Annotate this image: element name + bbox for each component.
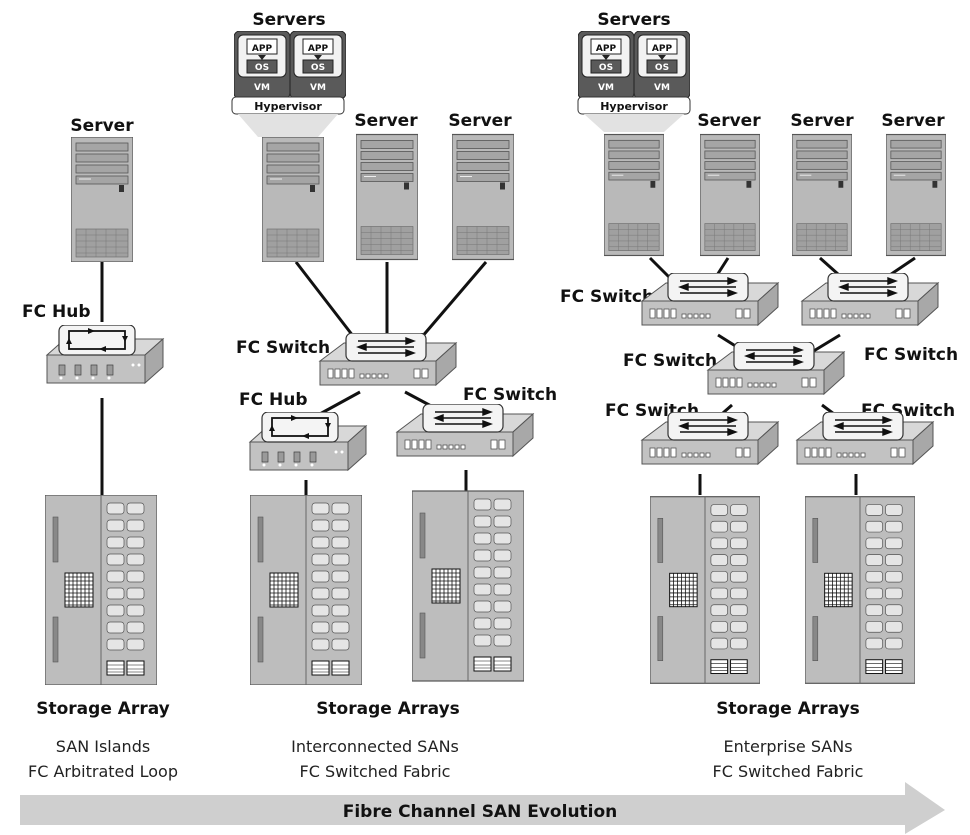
svg-text:OS: OS (255, 63, 269, 73)
vm-icon: APP OS VM (234, 31, 290, 99)
hypervisor-projection (584, 114, 684, 132)
server-tower-icon (886, 133, 946, 257)
storage-array-icon (45, 495, 157, 685)
svg-text:OS: OS (311, 63, 325, 73)
svg-text:VM: VM (310, 83, 326, 93)
svg-text:OS: OS (655, 63, 669, 73)
storage-array-icon (250, 495, 362, 685)
hypervisor-label: Hypervisor (600, 100, 668, 113)
vm-icon: APP OS VM (290, 31, 346, 99)
storage-array-icon (650, 496, 760, 684)
fc-switch-label: FC Switch (560, 287, 654, 307)
svg-text:APP: APP (652, 44, 673, 54)
svg-text:VM: VM (254, 83, 270, 93)
caption-line-2: FC Switched Fabric (713, 762, 864, 781)
fc-hub-label: FC Hub (239, 390, 308, 410)
svg-text:VM: VM (654, 83, 670, 93)
caption-line-1: Interconnected SANs (291, 737, 459, 756)
fc-switch-label: FC Switch (864, 345, 958, 365)
caption-line-1: SAN Islands (56, 737, 150, 756)
fc-switch-icon (319, 333, 457, 386)
svg-text:APP: APP (596, 44, 617, 54)
caption-line-1: Enterprise SANs (723, 737, 852, 756)
storage-array-icon (412, 490, 524, 682)
hypervisor-label: Hypervisor (254, 100, 322, 113)
vm-icon: APP OS VM (578, 31, 634, 99)
svg-text:VM: VM (598, 83, 614, 93)
server-label: Server (790, 111, 854, 131)
panel-enterprise-sans: Servers APP OS VM APP OS VM Hypervisor S… (560, 10, 958, 781)
server-tower-icon (700, 133, 760, 257)
server-label: Server (881, 111, 945, 131)
server-label: Server (70, 116, 134, 136)
evolution-arrow-label: Fibre Channel SAN Evolution (343, 802, 618, 822)
fc-switch-icon (707, 342, 845, 395)
storage-label: Storage Arrays (316, 699, 460, 719)
caption-line-2: FC Arbitrated Loop (28, 762, 178, 781)
panel-interconnected-sans: Servers APP OS VM APP OS VM Hypervisor S… (231, 10, 557, 781)
svg-text:APP: APP (308, 44, 329, 54)
fc-switch-label: FC Switch (623, 351, 717, 371)
fc-hub-icon (249, 412, 367, 471)
fc-switch-label: FC Switch (463, 385, 557, 405)
fc-hub-label: FC Hub (22, 302, 91, 322)
storage-label: Storage Arrays (716, 699, 860, 719)
vm-icon: APP OS VM (634, 31, 690, 99)
evolution-arrow: Fibre Channel SAN Evolution (20, 782, 945, 834)
server-tower-icon (71, 137, 133, 262)
caption-line-2: FC Switched Fabric (300, 762, 451, 781)
fc-switch-icon (801, 273, 939, 326)
panel-san-islands: Server FC Hub Storage Array SAN Islands … (22, 116, 178, 781)
servers-label: Servers (597, 10, 670, 30)
server-label: Server (354, 111, 418, 131)
server-tower-icon (604, 133, 664, 257)
server-tower-icon (262, 137, 324, 262)
svg-text:APP: APP (252, 44, 273, 54)
servers-label: Servers (252, 10, 325, 30)
server-tower-icon (792, 133, 852, 257)
server-label: Server (448, 111, 512, 131)
hypervisor-projection (238, 114, 338, 137)
svg-text:OS: OS (599, 63, 613, 73)
storage-label: Storage Array (36, 699, 169, 719)
fc-switch-label: FC Switch (236, 338, 330, 358)
storage-array-icon (805, 496, 915, 684)
server-label: Server (697, 111, 761, 131)
fc-switch-icon (641, 273, 779, 326)
evolution-arrow-shape (20, 782, 945, 834)
fc-switch-icon (396, 404, 534, 457)
server-tower-icon (356, 133, 418, 261)
server-tower-icon (452, 133, 514, 261)
fc-hub-icon (46, 325, 164, 384)
